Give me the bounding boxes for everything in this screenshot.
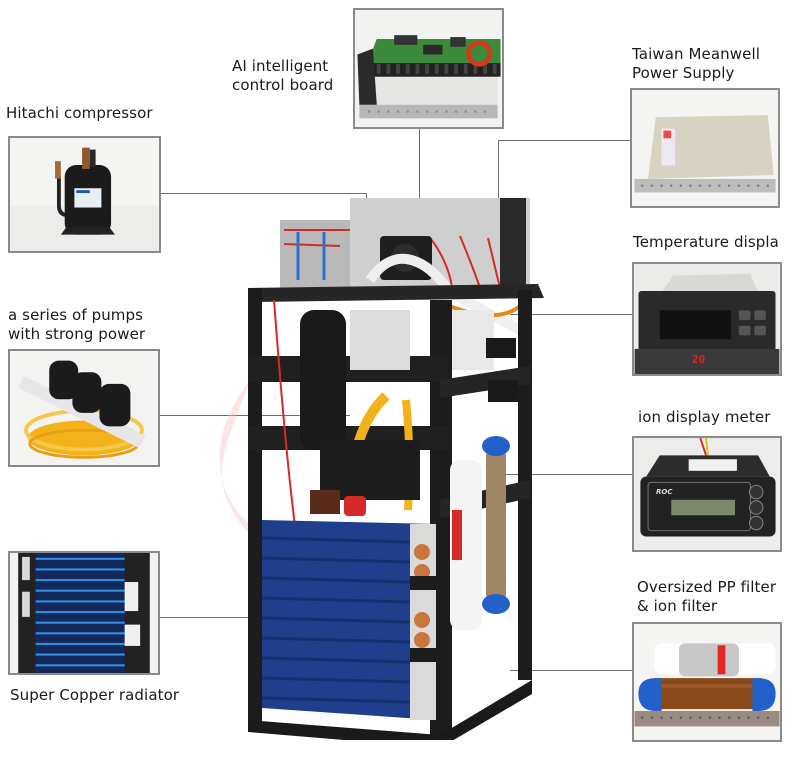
label-line: Taiwan Meanwell	[632, 45, 760, 63]
ion-meter-image: ROC	[632, 436, 782, 552]
watermark-logo	[210, 380, 280, 550]
label-control-board: AI intelligent control board	[232, 57, 333, 95]
label-line: control board	[232, 76, 334, 94]
leader-line-filters	[510, 670, 632, 671]
label-line: & ion filter	[637, 597, 718, 615]
leader-line-control-board	[419, 128, 420, 238]
leader-line-power-supply	[498, 140, 499, 220]
label-line: with strong power	[8, 325, 146, 343]
label-pumps: a series of pumps with strong power	[8, 306, 145, 344]
control-board-image	[353, 8, 504, 129]
leader-line-ion-meter	[500, 474, 632, 475]
chiller-unit-image	[200, 180, 560, 740]
label-line: a series of pumps	[8, 306, 144, 324]
label-line: Oversized PP filter	[637, 578, 777, 596]
temperature-readout: 20	[692, 353, 706, 366]
leader-line-radiator	[160, 617, 300, 618]
label-ion-display-meter: ion display meter	[638, 408, 771, 426]
temperature-display-image: 20	[632, 262, 782, 376]
label-line: AI intelligent	[232, 57, 329, 75]
pumps-image	[8, 349, 160, 467]
label-filters: Oversized PP filter & ion filter	[637, 578, 776, 616]
label-line: Power Supply	[632, 64, 735, 82]
copper-radiator-image	[8, 551, 160, 675]
filters-image	[632, 622, 782, 742]
power-supply-image	[630, 88, 780, 208]
label-hitachi-compressor: Hitachi compressor	[6, 104, 153, 122]
leader-line-temperature-display	[510, 314, 632, 315]
ion-meter-brand: ROC	[656, 488, 673, 496]
label-power-supply: Taiwan Meanwell Power Supply	[632, 45, 760, 83]
label-temperature-display: Temperature displa	[633, 233, 779, 251]
leader-line-compressor	[160, 193, 367, 194]
compressor-image	[8, 136, 161, 253]
leader-line-power-supply	[498, 140, 630, 141]
label-copper-radiator: Super Copper radiator	[10, 686, 180, 704]
